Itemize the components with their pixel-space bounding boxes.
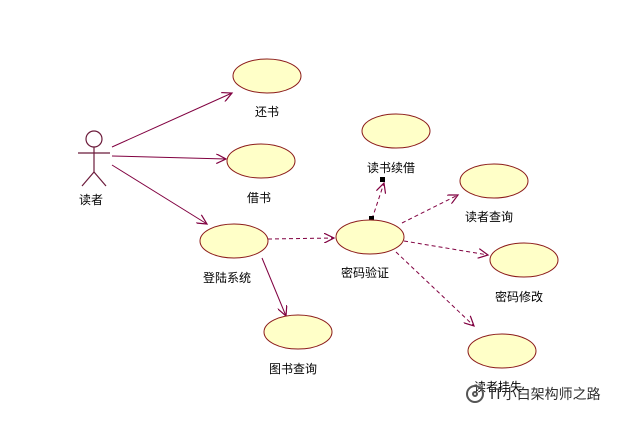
actor-label: 读者: [79, 193, 103, 207]
watermark: IT小白架构师之路: [466, 384, 601, 404]
usecase-ellipse: [199, 223, 269, 259]
usecase-label: 密码修改: [495, 289, 543, 304]
usecase-reader-query[interactable]: 读者查询: [459, 163, 529, 224]
usecase-login-system[interactable]: 登陆系统: [199, 223, 269, 285]
usecase-password-verify[interactable]: 密码验证: [335, 219, 405, 280]
usecase-borrow-book[interactable]: 借书: [226, 143, 296, 205]
usecase-book-query[interactable]: 图书查询: [263, 314, 333, 376]
wechat-icon: [466, 385, 484, 403]
usecase-label: 借书: [247, 191, 271, 205]
dep-verify-readerquery: [401, 195, 458, 224]
dep-verify-pwchange: [403, 240, 488, 255]
dep-verify-loss: [395, 251, 474, 326]
usecase-ellipse: [489, 242, 559, 278]
actor-head: [85, 130, 103, 148]
usecase-reader-loss[interactable]: 读者挂失: [467, 333, 537, 394]
usecase-label: 读者挂失: [474, 379, 522, 394]
usecase-ellipse: [467, 333, 537, 369]
dep-login-verify: [267, 238, 334, 239]
usecase-label: 登陆系统: [203, 270, 251, 285]
assoc-reader-borrow: [111, 156, 226, 159]
usecase-ellipse: [226, 143, 296, 179]
actor-left-leg: [81, 171, 95, 187]
usecase-label: 读书续借: [367, 161, 415, 175]
actor-reader[interactable]: 读者: [78, 130, 110, 207]
usecase-label: 还书: [255, 105, 279, 119]
usecase-label: 密码验证: [341, 265, 389, 280]
assoc-reader-return: [111, 93, 232, 148]
assoc-login-bookquery: [261, 257, 286, 316]
assoc-reader-login: [111, 164, 207, 224]
usecase-label: 读者查询: [465, 210, 513, 224]
usecase-ellipse: [232, 58, 302, 94]
dep-verify-renew: [371, 183, 384, 220]
connector-handle: [380, 177, 385, 182]
usecase-renew-book[interactable]: 读书续借: [361, 113, 431, 175]
actor-right-leg: [93, 171, 107, 187]
watermark-text: IT小白架构师之路: [490, 387, 601, 403]
usecase-password-change[interactable]: 密码修改: [489, 242, 559, 304]
usecase-ellipse: [361, 113, 431, 149]
usecase-ellipse: [335, 219, 405, 255]
usecase-return-book[interactable]: 还书: [232, 58, 302, 119]
usecase-ellipse: [263, 314, 333, 350]
connector-handle: [369, 216, 374, 221]
usecase-ellipse: [459, 163, 529, 199]
usecase-label: 图书查询: [269, 362, 317, 376]
